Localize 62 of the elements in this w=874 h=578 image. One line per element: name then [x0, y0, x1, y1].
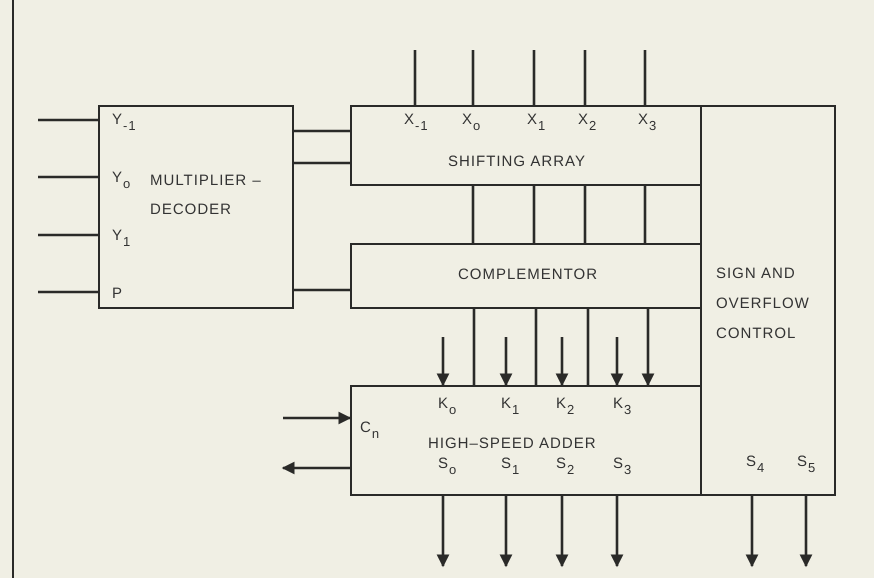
pin-label: S$_{2}$: [556, 455, 576, 478]
signal-line: [584, 186, 586, 243]
block-label: SIGN AND OVERFLOW CONTROL: [716, 264, 811, 344]
pin-label: X$_{1}$: [527, 111, 546, 134]
pin-label: S$_{o}$: [438, 455, 458, 478]
block-label: HIGH–SPEED ADDER: [428, 435, 597, 453]
pin-label: Y$_{-1}$: [112, 111, 137, 134]
signal-line: [38, 118, 98, 122]
pin-label: X$_{-1}$: [404, 111, 429, 134]
adder-block: [350, 385, 702, 496]
arrow: [556, 496, 568, 568]
signal-line: [294, 162, 350, 164]
signal-line: [534, 309, 538, 385]
arrow: [556, 337, 568, 386]
signal-line: [472, 186, 474, 243]
decoder-block: [98, 105, 294, 309]
signal-line: [532, 50, 536, 105]
signal-line: [644, 50, 646, 105]
block-label: SHIFTING ARRAY: [447, 153, 587, 171]
signal-line: [584, 50, 586, 105]
arrow: [500, 337, 512, 386]
pin-label: X$_{3}$: [638, 111, 658, 134]
pin-label: X$_{o}$: [462, 111, 482, 134]
pin-label: K$_{o}$: [438, 395, 458, 418]
pin-label: K$_{1}$: [501, 395, 520, 418]
signal-line: [644, 186, 646, 243]
block-label: MULTIPLIER – DECODER: [150, 171, 263, 220]
arrow: [436, 496, 450, 568]
block-label: COMPLEMENTOR: [456, 266, 600, 284]
control-block: [700, 105, 836, 496]
arrow: [642, 309, 654, 386]
arrow: [282, 462, 350, 474]
arrow: [746, 496, 758, 568]
pin-label: K$_{3}$: [613, 395, 632, 418]
arrow: [610, 337, 624, 386]
signal-line: [532, 186, 536, 243]
signal-line: [38, 234, 98, 236]
signal-line: [38, 290, 98, 294]
arrow: [500, 496, 512, 568]
arrow: [436, 337, 450, 386]
pin-label: S$_{1}$: [501, 455, 520, 478]
shifting-array-block: [350, 105, 702, 186]
pin-label: Y$_{1}$: [112, 227, 132, 250]
signal-line: [472, 309, 476, 385]
signal-line: [414, 50, 416, 105]
pin-label: P: [112, 285, 124, 303]
pin-label: K$_{2}$: [556, 395, 576, 418]
arrow: [283, 412, 352, 424]
pin-label: X$_{2}$: [578, 111, 598, 134]
signal-line: [294, 288, 350, 292]
arrow: [800, 496, 812, 568]
pin-label: S$_{4}$: [746, 453, 766, 476]
pin-label: Y$_{o}$: [112, 169, 132, 192]
complementor-block: [350, 243, 702, 309]
signal-line: [586, 309, 590, 385]
pin-label: S$_{3}$: [613, 455, 632, 478]
arrow: [610, 496, 624, 568]
signal-line: [294, 130, 350, 132]
signal-line: [472, 50, 474, 105]
signal-line: [38, 176, 98, 178]
pin-label: C$_{n}$: [360, 419, 380, 442]
pin-label: S$_{5}$: [797, 453, 816, 476]
